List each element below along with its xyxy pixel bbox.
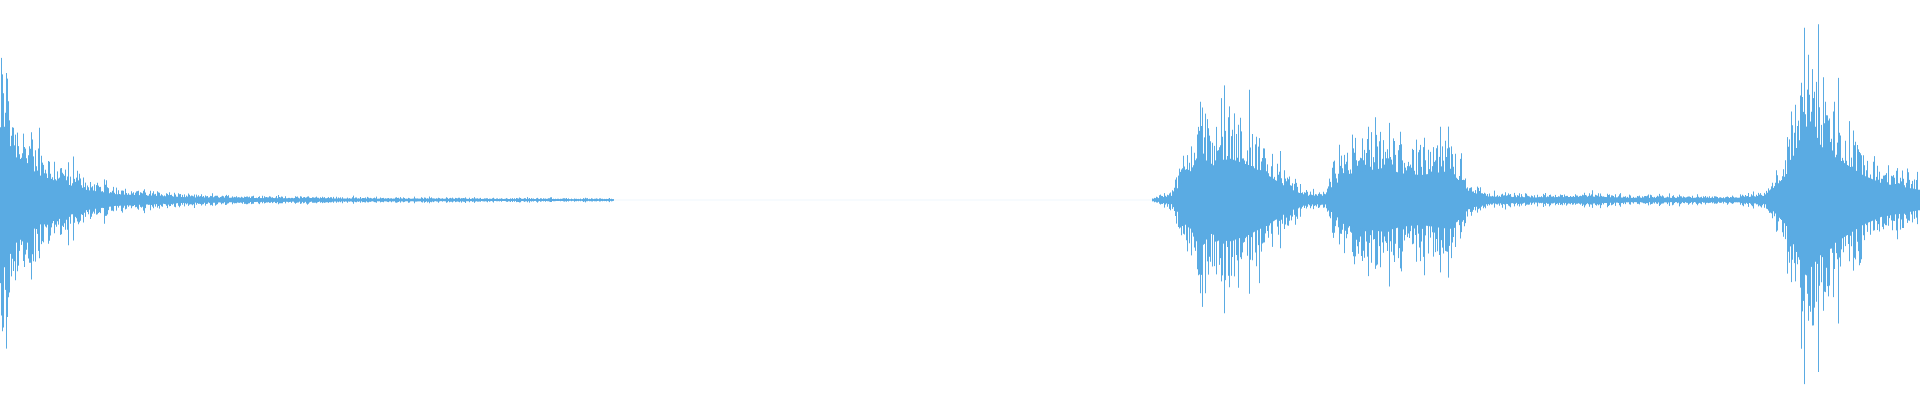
- waveform-core-2: [1152, 125, 1920, 275]
- waveform-bars: [0, 24, 1920, 385]
- waveform-core-1: [0, 124, 614, 276]
